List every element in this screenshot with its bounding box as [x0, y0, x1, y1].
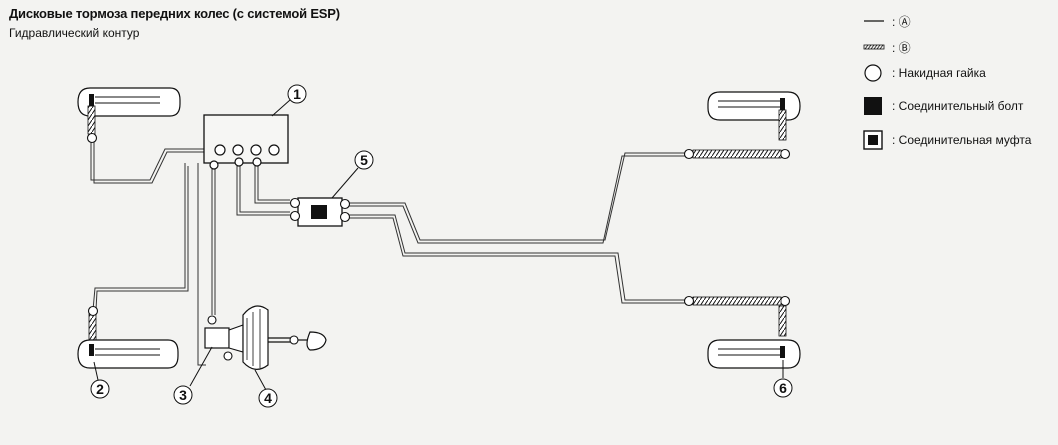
leader-line-5 [331, 167, 359, 199]
callout-circle-2 [90, 379, 110, 399]
legend-item-line-b: : Ⓑ [862, 37, 911, 57]
framed-square-icon [862, 129, 890, 151]
callout-circle-3 [173, 385, 193, 405]
leader-line-1 [271, 99, 291, 117]
legend-item-union-bolt: : Соединительный болт [862, 96, 1023, 116]
master-cylinder-booster [204, 305, 327, 370]
leader-line-3 [189, 346, 213, 387]
callout-circle-6 [773, 378, 793, 398]
brake-pipes [90, 142, 690, 366]
leader-line-2 [93, 361, 99, 381]
legend-label-connector: : Соединительная муфта [892, 133, 1032, 147]
hose-front-right [683, 148, 782, 160]
abs-actuator-unit [203, 114, 289, 170]
callout-circle-5 [354, 150, 374, 170]
callout-label-1: 1 [293, 86, 301, 102]
legend-item-connector: : Соединительная муфта [862, 130, 1031, 150]
legend-label-union-bolt: : Соединительный болт [892, 99, 1024, 113]
caliper-rear-left [77, 305, 179, 369]
hatched-hose-icon [862, 42, 890, 52]
caliper-front-right [707, 91, 801, 160]
callout-label-4: 4 [264, 390, 272, 406]
open-circle-icon [862, 63, 890, 83]
diagram-title: Дисковые тормоза передних колес (с систе… [9, 6, 340, 21]
diagram-subtitle: Гидравлический контур [9, 26, 140, 40]
legend-label-line-b: : Ⓑ [892, 40, 911, 55]
caliper-rear-right [707, 295, 801, 369]
connector-block [289, 197, 351, 227]
callout-label-2: 2 [96, 381, 104, 397]
legend-item-line-a: : Ⓐ [862, 11, 911, 31]
hose-rear-right [683, 295, 782, 307]
legend-label-line-a: : Ⓐ [892, 14, 911, 29]
legend-label-flare-nut: : Накидная гайка [892, 66, 986, 80]
leader-line-4 [254, 369, 267, 391]
caliper-front-left [77, 87, 181, 144]
callout-label-3: 3 [179, 387, 187, 403]
callout-circle-1 [287, 84, 307, 104]
callout-circle-4 [258, 388, 278, 408]
callout-label-5: 5 [360, 152, 368, 168]
callout-label-6: 6 [779, 380, 787, 396]
filled-square-icon [862, 96, 890, 116]
thin-line-icon [862, 16, 890, 26]
legend-item-flare-nut: : Накидная гайка [862, 63, 986, 83]
